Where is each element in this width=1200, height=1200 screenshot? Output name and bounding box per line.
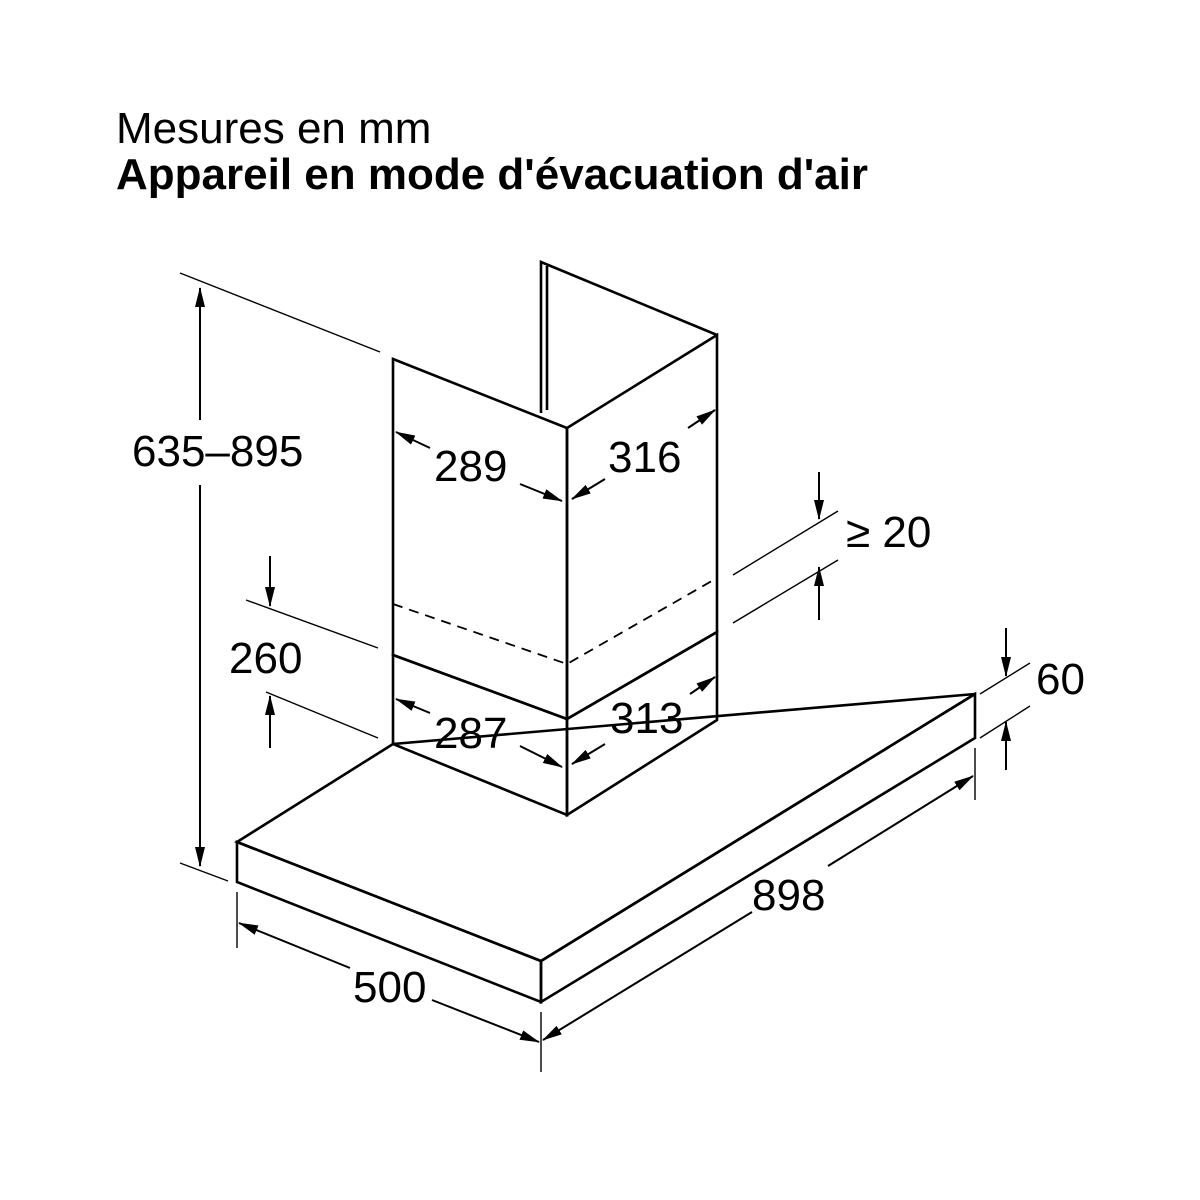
canopy [234, 691, 977, 1005]
dimension-labels: 635–895 289 316 ≥ 20 260 287 313 60 898 … [132, 427, 1085, 1012]
dimension-lines [195, 287, 1011, 1043]
upper-chimney [391, 260, 719, 722]
lower-chimney-left-label: 287 [434, 709, 507, 758]
units-caption: Mesures en mm [116, 104, 432, 153]
upper-chimney-right-label: 316 [608, 433, 681, 482]
total-height-label: 635–895 [132, 427, 303, 476]
upper-chimney-left-label: 289 [434, 442, 507, 491]
canopy-depth-label: 500 [353, 963, 426, 1012]
lower-chimney-right-label: 313 [610, 694, 683, 743]
ceiling-clearance-label: ≥ 20 [846, 508, 931, 557]
extension-lines [179, 272, 1031, 1072]
lower-chimney-height-label: 260 [229, 634, 302, 683]
mode-caption: Appareil en mode d'évacuation d'air [116, 150, 868, 199]
canopy-thickness-label: 60 [1036, 655, 1085, 704]
canopy-width-label: 898 [752, 871, 825, 920]
